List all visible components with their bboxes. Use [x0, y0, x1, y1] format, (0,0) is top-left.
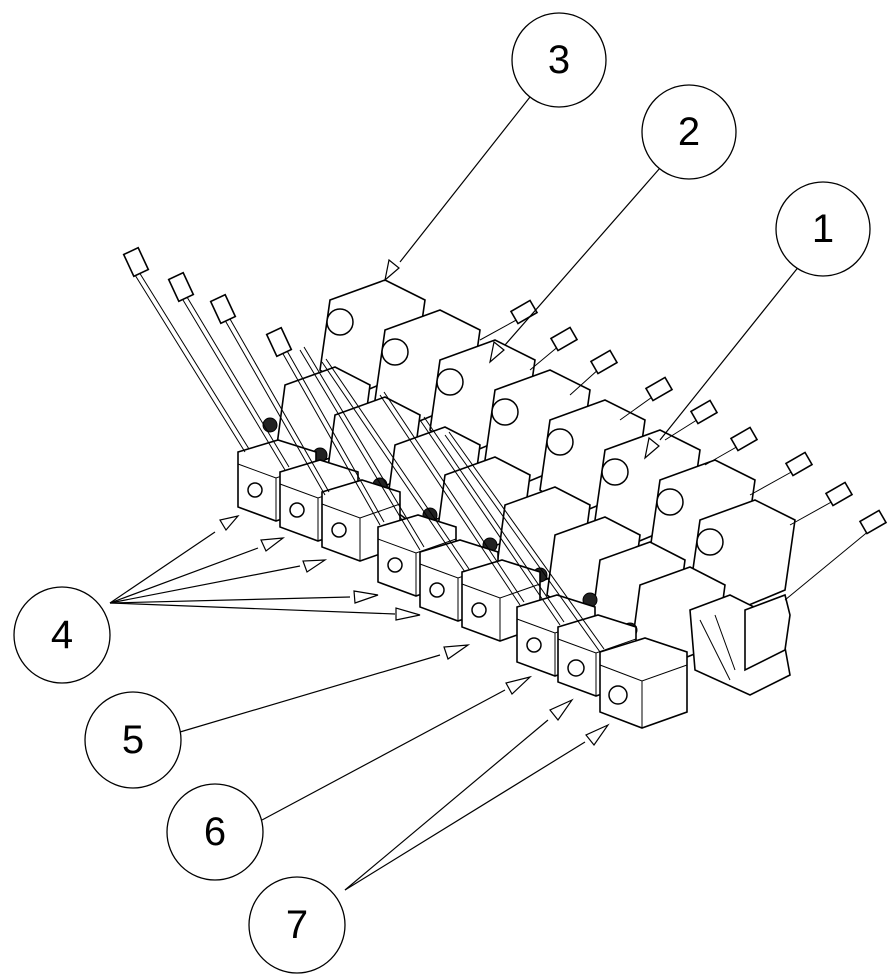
callouts: 1 2 3 4 5 6 7: [13, 12, 871, 974]
leader-1: [644, 264, 801, 460]
callout-6-label: 6: [204, 810, 226, 854]
leader-4: [109, 515, 421, 621]
callout-5: 5: [84, 691, 182, 789]
callout-7-label: 7: [286, 903, 308, 947]
callout-4-label: 4: [51, 613, 73, 657]
callout-3: 3: [511, 12, 607, 108]
leader-7: [344, 698, 610, 891]
callout-5-label: 5: [122, 718, 144, 762]
cables-right: [479, 299, 888, 601]
callout-2: 2: [641, 84, 737, 180]
frame-right-side: [689, 593, 791, 696]
leader-3: [384, 96, 531, 282]
cables-left: [122, 246, 605, 653]
connector-blocks: [237, 439, 688, 729]
leader-6: [261, 675, 533, 821]
leader-lines: [109, 96, 801, 891]
callout-4: 4: [13, 586, 111, 684]
callout-2-label: 2: [678, 110, 700, 154]
motor-assembly-drawing: [122, 246, 888, 729]
callout-1-label: 1: [812, 207, 834, 251]
block-9: [599, 637, 688, 729]
callout-1: 1: [775, 181, 871, 277]
leader-2: [489, 167, 661, 364]
leader-5: [179, 644, 471, 733]
callout-6: 6: [166, 783, 264, 881]
callout-3-label: 3: [548, 38, 570, 82]
callout-7: 7: [248, 876, 346, 974]
